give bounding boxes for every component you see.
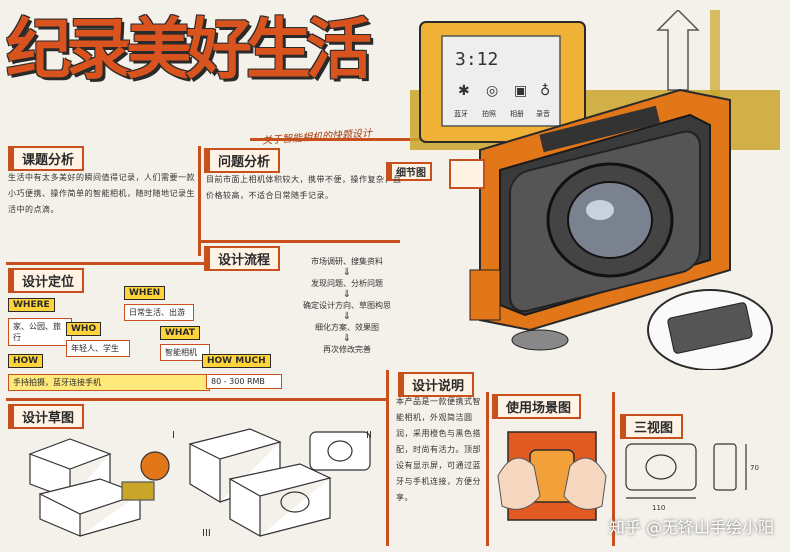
how-tag: HOW (8, 354, 44, 368)
arrow-down-icon: ⇓ (342, 289, 352, 300)
screen-label: 录音 (536, 109, 550, 118)
howmuch-tag: HOW MUCH (202, 354, 271, 368)
topic-header: 课题分析 (8, 146, 85, 171)
where-text: 家、公园、旅行 (8, 318, 72, 346)
sketch-mark: II (366, 430, 372, 441)
screen-label: 蓝牙 (454, 109, 468, 118)
sketch-mark: III (202, 528, 211, 539)
sketch-header: 设计草图 (8, 404, 85, 429)
screen-time: 3:12 (455, 49, 498, 70)
problem-header: 问题分析 (204, 148, 281, 173)
mic-icon: ♁ (540, 83, 550, 99)
title-char: 录 (66, 11, 132, 88)
divider (6, 398, 386, 401)
scene-illustration (497, 431, 607, 521)
camera-icon: ◎ (486, 83, 498, 99)
topic-text: 生活中有太多美好的瞬间值得记录，人们需要一款小巧便携、操作简单的智能相机，随时随… (8, 173, 195, 214)
camera-rendering: 3:12 ✱ ◎ ▣ ♁ 蓝牙 拍照 相册 录音 (410, 10, 780, 370)
page-title: 纪 录 美 好 生 活 (6, 6, 372, 94)
arrow-down-icon: ⇓ (342, 267, 352, 278)
problem-text: 目前市面上相机体积较大，携带不便，操作复杂，且价格较高，不适合日常随手记录。 (206, 175, 402, 200)
flow-header: 设计流程 (204, 246, 281, 271)
album-icon: ▣ (514, 83, 527, 99)
subtitle-underline (250, 138, 420, 141)
arrow-down-icon: ⇓ (342, 311, 352, 322)
divider (200, 240, 400, 243)
bluetooth-icon: ✱ (458, 83, 470, 99)
positioning-header: 设计定位 (8, 268, 85, 293)
watermark: 知乎 @无锋山手绘小阳 (608, 518, 774, 537)
who-text: 年轻人、学生 (66, 340, 130, 357)
divider (386, 370, 389, 546)
flow-step: 确定设计方向、草图构思 (303, 301, 391, 310)
arrow-up-icon (656, 10, 700, 91)
arrow-down-icon: ⇓ (342, 333, 352, 344)
flow-step: 市场调研、搜集资料 (311, 257, 383, 266)
how-text: 手持拍摄，蓝牙连接手机 (8, 374, 210, 391)
subtitle: 关于智能相机的快题设计 (262, 124, 372, 147)
explain-text: 本产品是一款便携式智能相机，外观简洁圆润，采用橙色与黑色搭配，时尚有活力。顶部设… (396, 397, 481, 502)
flow-step: 细化方案、效果图 (315, 323, 379, 332)
flow-list: 市场调研、搜集资料 ⇓ 发现问题、分析问题 ⇓ 确定设计方向、草图构思 ⇓ 细化… (282, 256, 412, 355)
views-header: 三视图 (620, 414, 684, 439)
camera-body (469, 88, 731, 351)
divider (198, 146, 201, 256)
title-char: 纪 (6, 11, 72, 88)
dimension-label: 110 (652, 504, 665, 512)
howmuch-text: 80 - 300 RMB (206, 374, 282, 389)
three-views-drawing: 110 70 (625, 443, 759, 512)
sketch-mark: I (172, 430, 175, 441)
when-text: 日常生活、出游 (124, 304, 194, 321)
who-tag: WHO (66, 322, 102, 336)
sketch-drawings: I II III (28, 428, 372, 539)
title-char: 生 (246, 11, 312, 88)
divider (6, 262, 206, 265)
divider (486, 392, 489, 546)
screen-label: 拍照 (482, 109, 496, 118)
when-tag: WHEN (124, 286, 166, 300)
explain-header: 设计说明 (398, 372, 475, 397)
what-text: 智能相机 (160, 344, 210, 361)
dimension-label: 70 (750, 464, 759, 472)
what-tag: WHAT (160, 326, 200, 340)
title-char: 美 (126, 11, 192, 88)
scene-header: 使用场景图 (492, 394, 582, 419)
divider (612, 392, 615, 546)
title-char: 活 (306, 11, 372, 88)
where-tag: WHERE (8, 298, 55, 312)
title-char: 好 (186, 11, 252, 88)
flow-step: 发现问题、分析问题 (311, 279, 383, 288)
screen-label: 相册 (510, 109, 524, 118)
detail-label: 细节图 (386, 162, 432, 181)
flow-step: 再次修改完善 (323, 345, 371, 354)
